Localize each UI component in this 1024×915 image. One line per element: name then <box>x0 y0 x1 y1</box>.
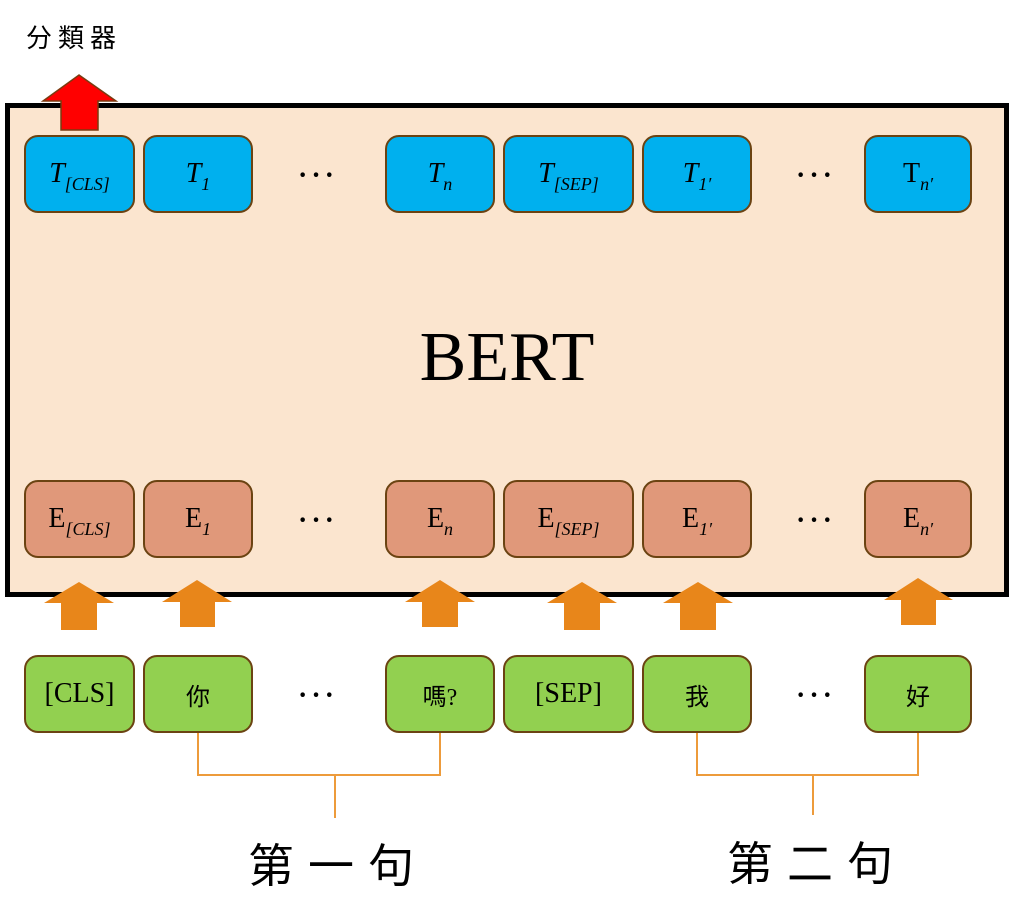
token-main: T <box>185 158 202 189</box>
token-main: T <box>538 158 554 189</box>
token-sub: 1′ <box>699 518 713 539</box>
input-token-1: 你 <box>143 655 253 733</box>
input-arrow-icon-1 <box>162 580 232 627</box>
token-sub: 1′ <box>698 173 712 194</box>
token-sub: 1 <box>201 173 211 194</box>
input-token-cls: [CLS] <box>24 655 135 733</box>
input-arrow-icon-np <box>884 578 953 625</box>
embedding-token-sep: E[SEP] <box>503 480 634 558</box>
token-sub: n <box>444 518 454 539</box>
input-arrow-icon-n <box>405 580 475 627</box>
token-main: E <box>184 503 203 534</box>
token-sub: [CLS] <box>64 173 110 194</box>
token-main: T <box>427 158 444 189</box>
input-arrow-icon-1p <box>663 582 733 630</box>
input-arrow-icon-sep <box>547 582 617 630</box>
token-sub: n′ <box>920 518 934 539</box>
token-main: E <box>537 503 555 534</box>
sentence-2-label: 第二句 <box>727 839 907 890</box>
input-ellipsis-1: ··· <box>298 680 339 711</box>
token-main: T <box>902 158 921 189</box>
token-main: E <box>681 503 700 534</box>
token-main: E <box>426 503 445 534</box>
classifier-label: 分類器 <box>26 24 123 53</box>
token-main: T <box>682 158 699 189</box>
output-ellipsis-2: ··· <box>796 160 837 191</box>
output-token-cls: T[CLS] <box>24 135 135 213</box>
token-sub: [SEP] <box>553 173 599 194</box>
token-main: T <box>49 158 65 189</box>
output-token-sep: T[SEP] <box>503 135 634 213</box>
input-ellipsis-2: ··· <box>796 680 837 711</box>
token-sub: [SEP] <box>554 518 600 539</box>
input-token-sep: [SEP] <box>503 655 634 733</box>
input-arrow-icon-cls <box>44 582 114 630</box>
sentence2-bracket <box>696 733 919 776</box>
token-main: E <box>902 503 921 534</box>
embedding-ellipsis-1: ··· <box>298 505 339 536</box>
output-ellipsis-1: ··· <box>298 160 339 191</box>
token-sub: [CLS] <box>65 518 111 539</box>
token-sub: 1 <box>202 518 212 539</box>
sentence1-bracket <box>197 733 441 776</box>
token-main: E <box>48 503 66 534</box>
input-token-n: 嗎? <box>385 655 495 733</box>
embedding-ellipsis-2: ··· <box>796 505 837 536</box>
input-token-n-prime: 好 <box>864 655 972 733</box>
token-sub: n <box>443 173 453 194</box>
token-sub: n′ <box>920 173 934 194</box>
bert-title: BERT <box>419 319 595 396</box>
sentence-1-label: 第一句 <box>248 841 428 892</box>
classifier-arrow-icon <box>40 74 119 131</box>
input-token-1-prime: 我 <box>642 655 752 733</box>
embedding-token-cls: E[CLS] <box>24 480 135 558</box>
